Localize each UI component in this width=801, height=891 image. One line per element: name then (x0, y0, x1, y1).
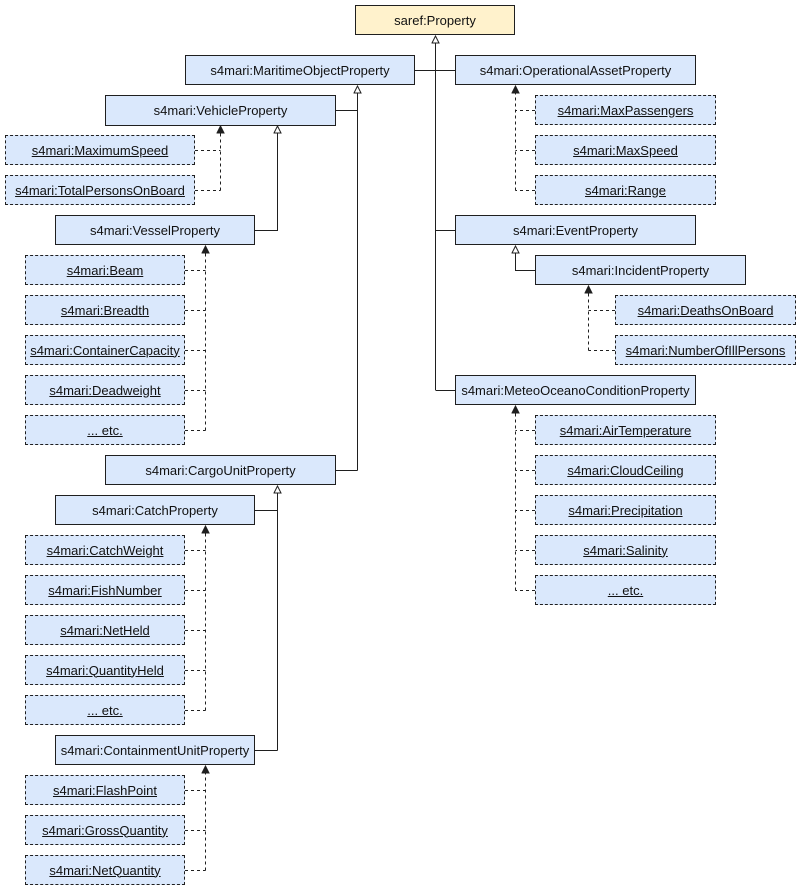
instance-edges (185, 86, 615, 871)
node-maritime-object-property[interactable]: s4mari:MaritimeObjectProperty (185, 55, 415, 85)
node-air-temperature[interactable]: s4mari:AirTemperature (535, 415, 716, 445)
node-event-property[interactable]: s4mari:EventProperty (455, 215, 696, 245)
node-saref-property[interactable]: saref:Property (355, 5, 515, 35)
node-cargo-unit-property[interactable]: s4mari:CargoUnitProperty (105, 455, 336, 485)
node-number-of-ill-persons[interactable]: s4mari:NumberOfIllPersons (615, 335, 796, 365)
node-salinity[interactable]: s4mari:Salinity (535, 535, 716, 565)
node-fish-number[interactable]: s4mari:FishNumber (25, 575, 185, 605)
node-quantity-held[interactable]: s4mari:QuantityHeld (25, 655, 185, 685)
node-range[interactable]: s4mari:Range (535, 175, 716, 205)
node-catch-weight[interactable]: s4mari:CatchWeight (25, 535, 185, 565)
node-net-held[interactable]: s4mari:NetHeld (25, 615, 185, 645)
node-deaths-on-board[interactable]: s4mari:DeathsOnBoard (615, 295, 796, 325)
node-max-speed[interactable]: s4mari:MaxSpeed (535, 135, 716, 165)
node-vehicle-property[interactable]: s4mari:VehicleProperty (105, 95, 336, 126)
subclass-edges (255, 36, 535, 751)
node-meteo-etc[interactable]: ... etc. (535, 575, 716, 605)
node-breadth[interactable]: s4mari:Breadth (25, 295, 185, 325)
node-beam[interactable]: s4mari:Beam (25, 255, 185, 285)
node-net-quantity[interactable]: s4mari:NetQuantity (25, 855, 185, 885)
node-precipitation[interactable]: s4mari:Precipitation (535, 495, 716, 525)
subclass-edge (516, 246, 535, 271)
node-vessel-etc[interactable]: ... etc. (25, 415, 185, 445)
node-gross-quantity[interactable]: s4mari:GrossQuantity (25, 815, 185, 845)
node-maximum-speed[interactable]: s4mari:MaximumSpeed (5, 135, 195, 165)
node-meteo-oceano-condition-property[interactable]: s4mari:MeteoOceanoConditionProperty (455, 375, 696, 405)
node-incident-property[interactable]: s4mari:IncidentProperty (535, 255, 746, 285)
node-catch-property[interactable]: s4mari:CatchProperty (55, 495, 255, 525)
node-total-persons-on-board[interactable]: s4mari:TotalPersonsOnBoard (5, 175, 195, 205)
node-operational-asset-property[interactable]: s4mari:OperationalAssetProperty (455, 55, 696, 85)
node-containment-unit-property[interactable]: s4mari:ContainmentUnitProperty (55, 735, 255, 765)
node-catch-etc[interactable]: ... etc. (25, 695, 185, 725)
node-vessel-property[interactable]: s4mari:VesselProperty (55, 215, 255, 245)
node-flash-point[interactable]: s4mari:FlashPoint (25, 775, 185, 805)
node-deadweight[interactable]: s4mari:Deadweight (25, 375, 185, 405)
node-cloud-ceiling[interactable]: s4mari:CloudCeiling (535, 455, 716, 485)
node-max-passengers[interactable]: s4mari:MaxPassengers (535, 95, 716, 125)
node-container-capacity[interactable]: s4mari:ContainerCapacity (25, 335, 185, 365)
subclass-edge (255, 126, 278, 231)
